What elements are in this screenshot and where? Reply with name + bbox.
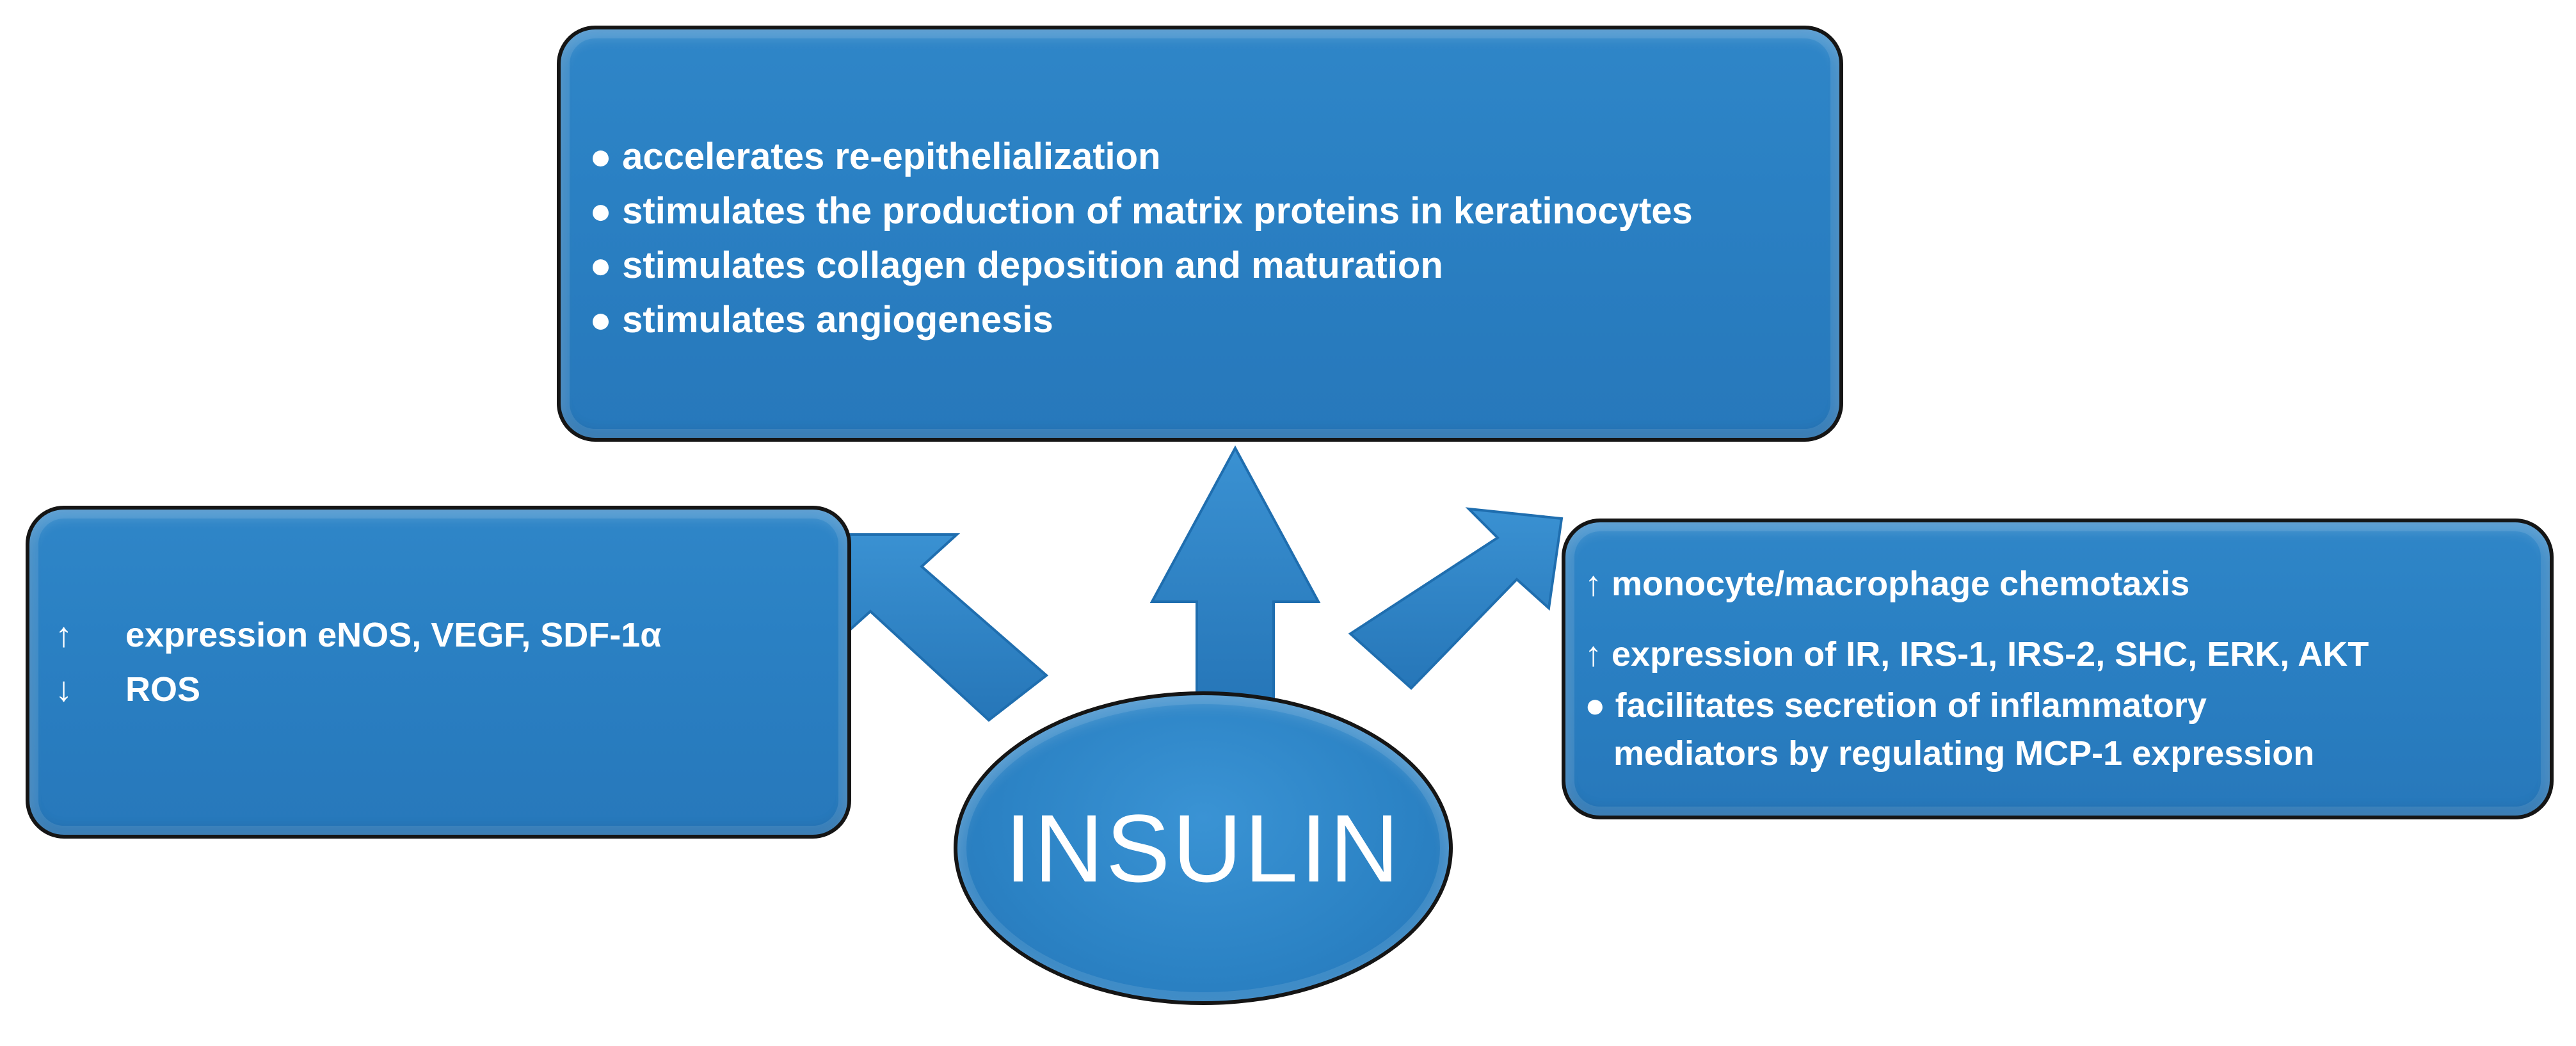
- left-box-item-text: expression eNOS, VEGF, SDF-1α: [125, 616, 662, 654]
- left-box-item-text: ROS: [125, 670, 201, 709]
- right-box-item: ● facilitates secretion of inflammatory: [1585, 686, 2207, 725]
- top-effects-box: ● accelerates re-epithelialization ● sti…: [557, 26, 1843, 442]
- right-effects-box: ↑ monocyte/macrophage chemotaxis ↑ expre…: [1562, 519, 2554, 819]
- insulin-ellipse: INSULIN: [954, 691, 1453, 1005]
- right-box-item: ↑ monocyte/macrophage chemotaxis: [1585, 565, 2190, 603]
- left-box-item: ↓ ROS: [55, 670, 200, 709]
- top-box-item: ● stimulates the production of matrix pr…: [589, 190, 1693, 232]
- down-arrow-icon: ↓: [55, 670, 72, 709]
- left-effects-box: ↑ expression eNOS, VEGF, SDF-1α ↓ ROS: [26, 506, 851, 839]
- left-box-item: ↑ expression eNOS, VEGF, SDF-1α: [55, 615, 661, 655]
- top-box-item: ● stimulates collagen deposition and mat…: [589, 245, 1443, 286]
- arrow-up: [1149, 445, 1321, 705]
- arrow-up-right: [1348, 507, 1564, 690]
- top-box-item: ● accelerates re-epithelialization: [589, 136, 1161, 177]
- right-box-item: ↑ expression of IR, IRS-1, IRS-2, SHC, E…: [1585, 635, 2369, 673]
- top-box-item: ● stimulates angiogenesis: [589, 299, 1053, 341]
- arrow-up-left: [836, 533, 1049, 722]
- insulin-label: INSULIN: [1005, 794, 1402, 902]
- up-arrow-icon: ↑: [55, 616, 72, 654]
- right-box-item: mediators by regulating MCP-1 expression: [1585, 734, 2315, 773]
